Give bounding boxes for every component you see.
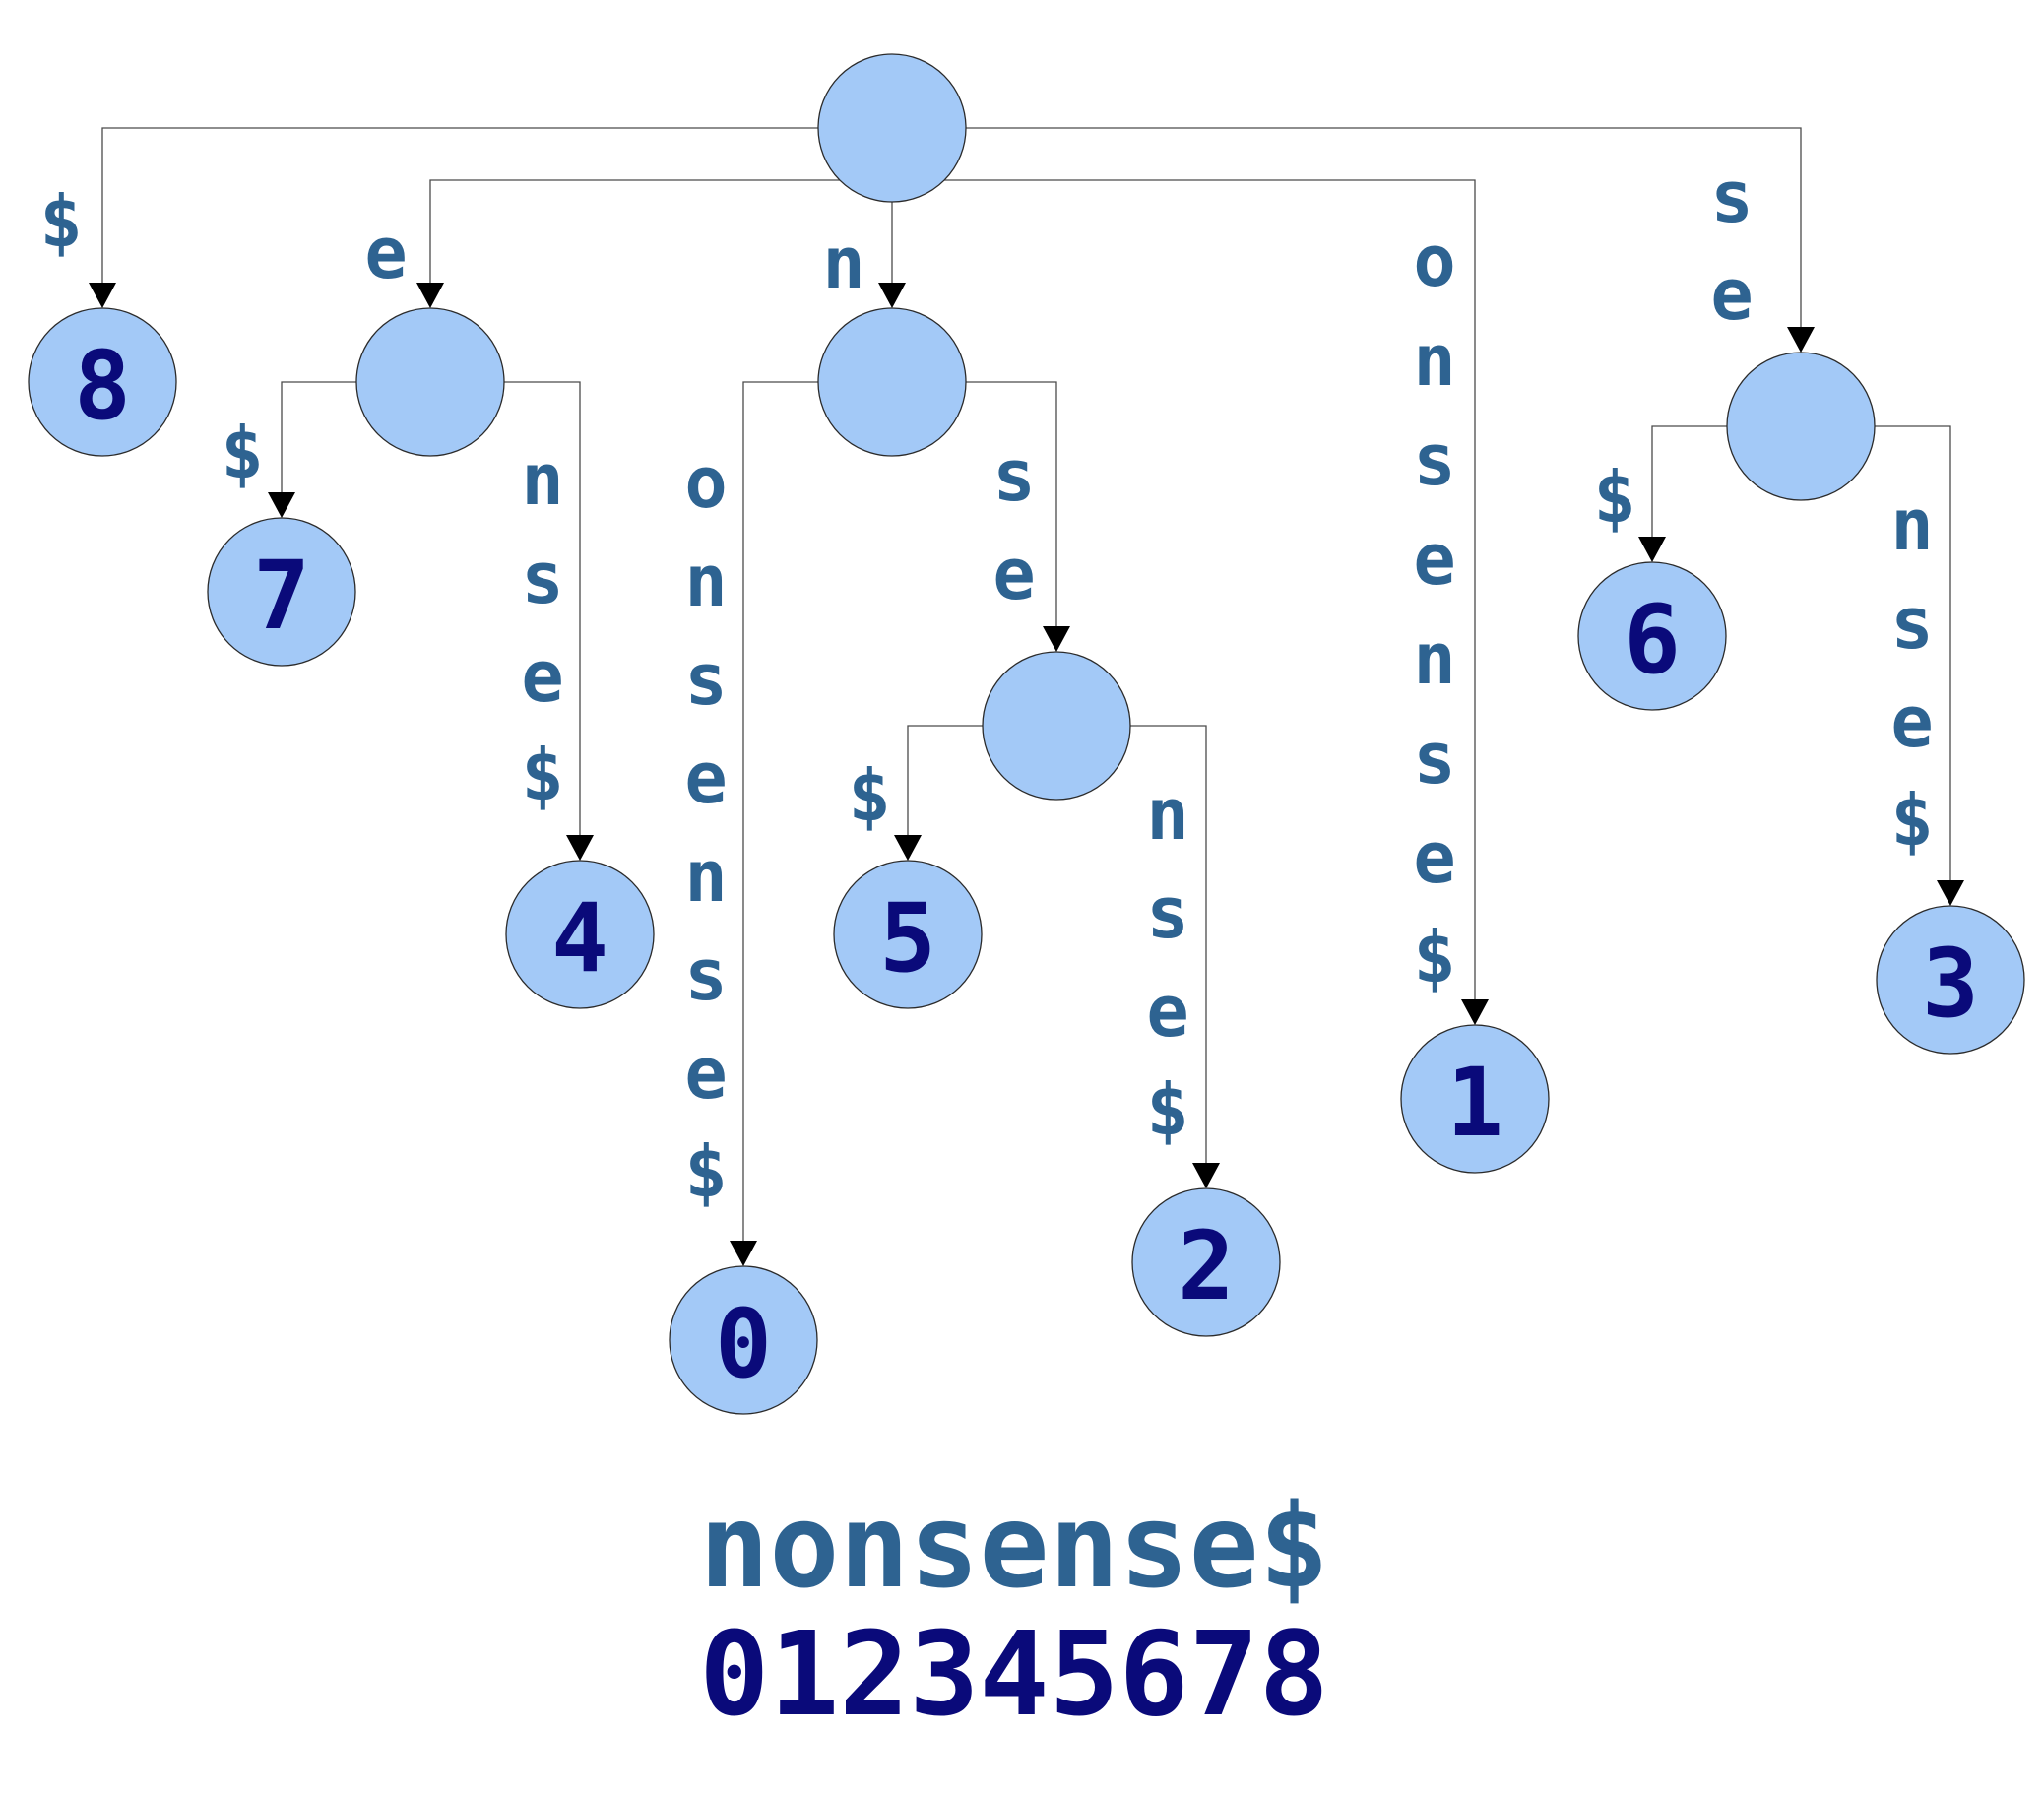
- arrowhead-leaf7: [268, 492, 295, 518]
- arrowhead-leaf1: [1461, 999, 1489, 1025]
- arrowhead-leaf4: [566, 835, 594, 861]
- node-leaf6: [1577, 561, 1727, 711]
- edge-root-to-e: [429, 179, 840, 289]
- edge-root-to-se: [966, 127, 1802, 333]
- arrowhead-leaf2: [1192, 1163, 1220, 1188]
- caption-indices: 012345678: [699, 1606, 1328, 1742]
- leaf-index-7: 7: [253, 541, 310, 651]
- node-nse: [982, 651, 1131, 801]
- edge-n-to-leaf0: [742, 381, 818, 1247]
- arrowhead-leaf3: [1937, 880, 1964, 906]
- leaf-index-0: 0: [715, 1289, 772, 1399]
- arrowhead-leaf6: [1638, 537, 1666, 562]
- node-se: [1726, 352, 1876, 501]
- arrowhead-e: [416, 283, 444, 308]
- leaf-index-6: 6: [1624, 585, 1681, 695]
- edge-label-nse-to-leaf5: $: [848, 754, 890, 837]
- edge-se-to-leaf6: [1651, 425, 1727, 543]
- node-leaf0: [669, 1265, 818, 1415]
- edge-label-e-to-leaf7: $: [221, 412, 263, 494]
- node-leaf1: [1400, 1024, 1550, 1174]
- arrowhead-leaf8: [89, 283, 116, 308]
- edge-se-to-leaf3: [1875, 425, 1951, 886]
- arrowhead-leaf0: [730, 1241, 757, 1266]
- node-root: [817, 53, 967, 203]
- leaf-index-8: 8: [74, 331, 131, 441]
- leaf-index-1: 1: [1446, 1048, 1503, 1158]
- caption-word: nonsense$: [699, 1478, 1328, 1614]
- nodes-layer: 8 7 4 0 5 2 1 6 3: [28, 53, 2025, 1415]
- arrowhead-leaf5: [894, 835, 922, 861]
- node-leaf4: [505, 860, 655, 1009]
- edge-nse-to-leaf5: [907, 725, 983, 841]
- node-leaf5: [833, 860, 983, 1009]
- edge-n-to-nse: [966, 381, 1057, 632]
- node-n: [817, 307, 967, 457]
- node-leaf2: [1131, 1187, 1281, 1337]
- edge-label-root-to-leaf8: $: [39, 180, 82, 263]
- node-leaf3: [1876, 905, 2025, 1055]
- leaf-index-4: 4: [551, 883, 608, 994]
- node-leaf7: [207, 517, 356, 667]
- edge-nse-to-leaf2: [1130, 725, 1207, 1169]
- leaf-index-3: 3: [1922, 929, 1979, 1039]
- leaf-index-2: 2: [1178, 1211, 1235, 1321]
- edge-root-to-leaf1: [944, 179, 1476, 1005]
- edge-e-to-leaf7: [281, 381, 356, 498]
- edge-e-to-leaf4: [504, 381, 581, 841]
- edges-layer: [89, 127, 1964, 1266]
- arrowhead-n: [878, 283, 906, 308]
- edge-root-to-leaf8: [101, 127, 818, 289]
- node-e: [355, 307, 505, 457]
- edge-label-se-to-leaf6: $: [1593, 456, 1635, 539]
- edge-label-root-to-n: n: [822, 222, 864, 304]
- arrowhead-nse: [1043, 626, 1070, 652]
- leaf-index-5: 5: [879, 883, 936, 994]
- node-leaf8: [28, 307, 177, 457]
- edge-label-root-to-e: e: [364, 212, 407, 294]
- arrowhead-se: [1787, 327, 1815, 353]
